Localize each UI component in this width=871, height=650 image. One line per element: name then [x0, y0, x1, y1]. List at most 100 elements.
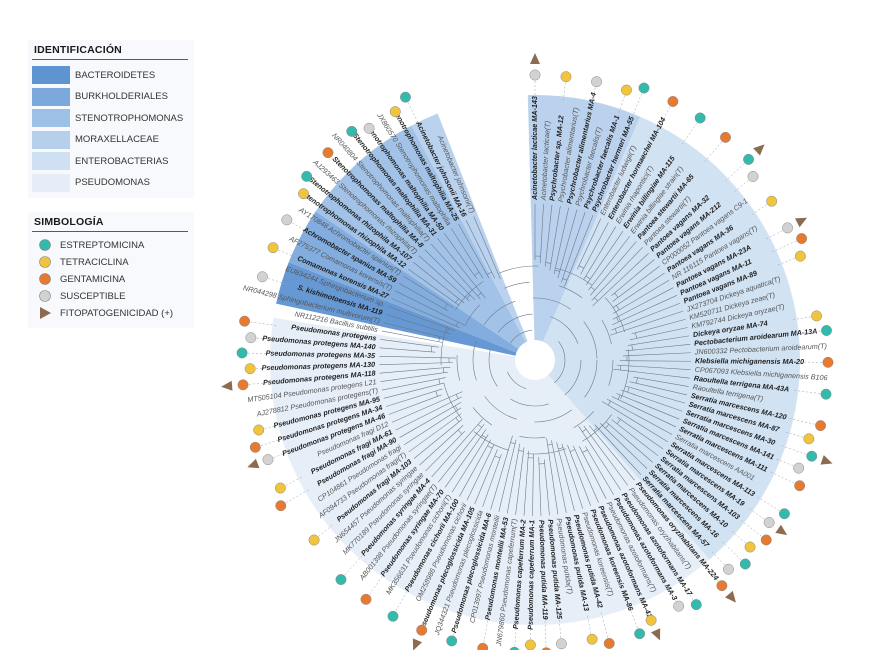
branch-line	[580, 222, 609, 275]
branch-line	[620, 389, 683, 412]
branch-line	[549, 206, 561, 271]
symbol-circle	[744, 541, 756, 553]
symbol-leader	[243, 381, 275, 386]
branch-line	[591, 246, 643, 301]
branch-line	[616, 364, 691, 371]
branch-line	[612, 295, 678, 326]
symbol-leader	[395, 111, 408, 133]
branch-line	[399, 402, 462, 438]
symbol-leader	[789, 418, 821, 426]
symbol-circle	[236, 347, 248, 359]
pathogenicity-triangle	[794, 217, 808, 228]
branch-line	[613, 368, 690, 379]
symbol-circle	[281, 214, 293, 226]
legend-label: GENTAMICINA	[60, 273, 126, 285]
symbol-circle	[690, 599, 702, 611]
branch-line	[430, 243, 481, 300]
branch-line	[474, 449, 498, 504]
symbol-leader	[794, 390, 827, 395]
branch-line	[602, 401, 668, 443]
legend-item-gentamicina: GENTAMICINA	[32, 271, 125, 287]
symbol-circle	[720, 131, 731, 143]
symbol-leader	[421, 600, 435, 631]
branch-line	[612, 272, 665, 308]
symbol-circle	[301, 170, 313, 182]
pathogenicity-triangle	[775, 524, 788, 536]
branch-line	[391, 298, 460, 328]
symbol-leader	[306, 176, 332, 197]
branch-line	[473, 216, 501, 280]
branch-line	[498, 439, 517, 512]
legend-swatch	[32, 66, 70, 84]
legend-divider	[32, 231, 188, 232]
symbol-circle	[244, 363, 256, 375]
symbol-leader	[351, 131, 372, 157]
symbol-leader	[722, 541, 746, 565]
branch-line	[408, 268, 459, 306]
leaf-label: Acinetobacter lacticae(T)	[539, 121, 552, 202]
symbol-leader	[392, 588, 409, 617]
symbol-circle	[346, 125, 358, 137]
legend-item-fitopatogenicidad-: FITOPATOGENICIDAD (+)	[32, 305, 173, 321]
branch-line	[625, 343, 691, 352]
legend-item-susceptible: SUSCEPTIBLE	[32, 288, 125, 304]
symbol-circle	[794, 480, 806, 492]
symbol-leader	[704, 137, 726, 162]
symbol-leader	[701, 560, 723, 586]
pathogenicity-triangle	[530, 53, 540, 64]
branch-line	[413, 262, 465, 304]
branch-line	[539, 204, 544, 264]
branch-line	[613, 280, 670, 314]
branch-line	[490, 435, 513, 510]
leaf-label: Pseudomonas protegens MA-130	[262, 360, 376, 372]
branch-line	[482, 454, 502, 508]
symbol-circle	[794, 250, 806, 262]
symbol-circle	[256, 271, 268, 283]
branch-line	[573, 445, 599, 503]
symbol-circle	[815, 420, 827, 432]
symbol-circle	[360, 593, 372, 605]
legend-label: TETRACICLINA	[60, 256, 129, 268]
branch-line	[583, 226, 617, 280]
symbol-circle	[634, 628, 646, 640]
branch-line	[381, 330, 443, 343]
branch-line	[388, 306, 456, 332]
symbol-circle	[822, 356, 834, 368]
symbol-leader	[482, 616, 489, 649]
symbol-leader	[678, 577, 697, 605]
branch-line	[557, 209, 578, 279]
legend-item-bacteroidetes: BACTEROIDETES	[32, 66, 155, 84]
symbol-leader	[587, 615, 593, 640]
branch-line	[622, 352, 691, 357]
symbol-circle	[335, 574, 347, 586]
branch-line	[437, 424, 485, 483]
branch-line	[450, 228, 484, 279]
circle-icon	[38, 238, 52, 252]
symbol-circle	[667, 96, 679, 107]
pathogenicity-triangle	[753, 144, 765, 156]
symbol-circle	[820, 388, 832, 400]
symbol-circle	[387, 610, 399, 622]
symbol-circle	[477, 642, 489, 650]
branch-line	[611, 302, 681, 331]
branch-line	[629, 327, 688, 341]
branch-line	[385, 314, 451, 335]
branch-line	[611, 419, 659, 457]
branch-line	[459, 439, 492, 497]
branch-line	[451, 434, 489, 493]
leaf-label: Klebsiella michiganensis MA-20	[695, 356, 804, 366]
branch-line	[418, 255, 470, 302]
internal-branches	[456, 281, 614, 439]
branch-line	[585, 446, 614, 495]
clade-sector	[527, 95, 641, 342]
symbol-leader	[340, 555, 363, 580]
branch-line	[395, 396, 462, 431]
symbol-circle	[747, 171, 759, 182]
legend-item-enterobacterias: ENTEROBACTERIAS	[32, 152, 168, 170]
branch-line	[561, 443, 583, 509]
symbol-circle	[308, 534, 320, 546]
pathogenicity-triangle	[221, 380, 233, 391]
symbol-leader	[313, 524, 333, 541]
circle-icon	[38, 289, 52, 303]
